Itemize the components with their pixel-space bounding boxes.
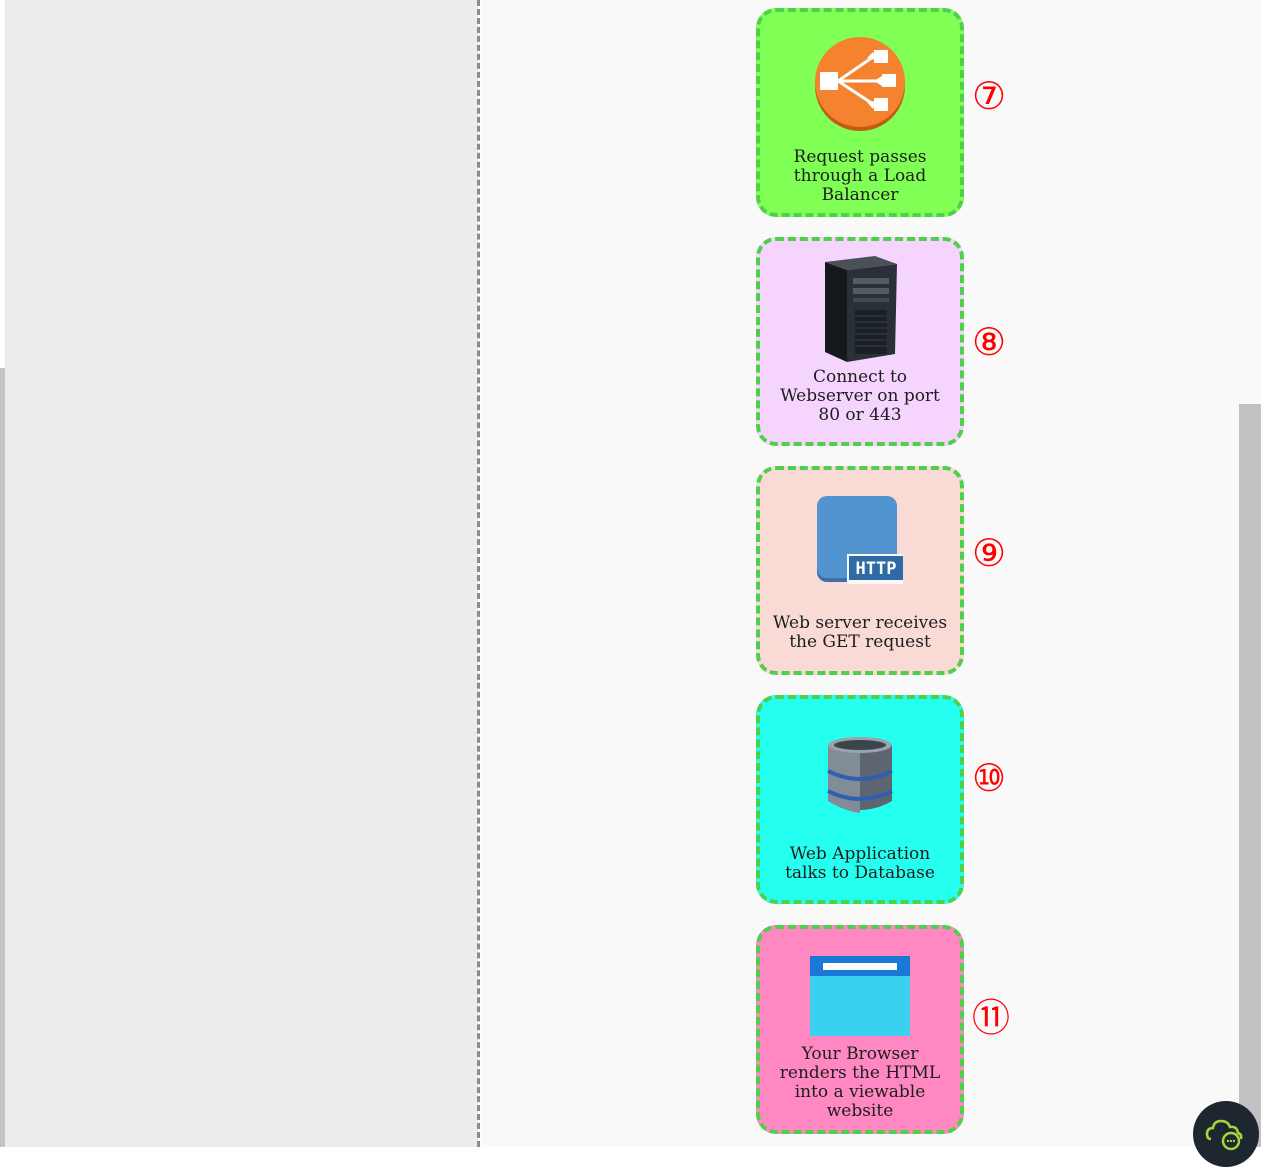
step-database[interactable]: Web Application talks to Database [756,695,964,904]
load-balancer-icon [815,37,905,131]
server-tower-icon [825,256,897,362]
http-label: HTTP [856,559,897,579]
step-number: ⑩ [972,756,1007,800]
step-number: ⑧ [972,320,1007,364]
left-panel [5,0,478,1147]
step-number: ⑨ [972,531,1007,575]
step-caption: Web Application talks to Database [785,844,935,883]
step-get-request[interactable]: HTTP Web server receives the GET request [756,466,964,675]
step-number: ⑪ [972,996,1011,1040]
cloud-chat-icon [1205,1119,1243,1151]
step-load-balancer[interactable]: Request passes through a Load Balancer [756,8,964,217]
scrollbar-thumb[interactable] [1239,404,1261,1147]
step-caption: Connect to Webserver on port 80 or 443 [780,367,940,425]
database-icon [827,737,893,813]
left-panel-edge [0,368,5,1147]
http-icon: HTTP [817,496,903,584]
chat-button[interactable] [1193,1101,1259,1167]
step-caption: Your Browser renders the HTML into a vie… [779,1044,941,1121]
step-browser[interactable]: Your Browser renders the HTML into a vie… [756,925,964,1134]
step-number: ⑦ [972,74,1007,118]
step-webserver[interactable]: Connect to Webserver on port 80 or 443 [756,237,964,446]
step-caption: Web server receives the GET request [772,613,948,652]
step-caption: Request passes through a Load Balancer [793,147,927,205]
browser-window-icon [810,956,910,1036]
panel-divider[interactable] [477,0,480,1147]
